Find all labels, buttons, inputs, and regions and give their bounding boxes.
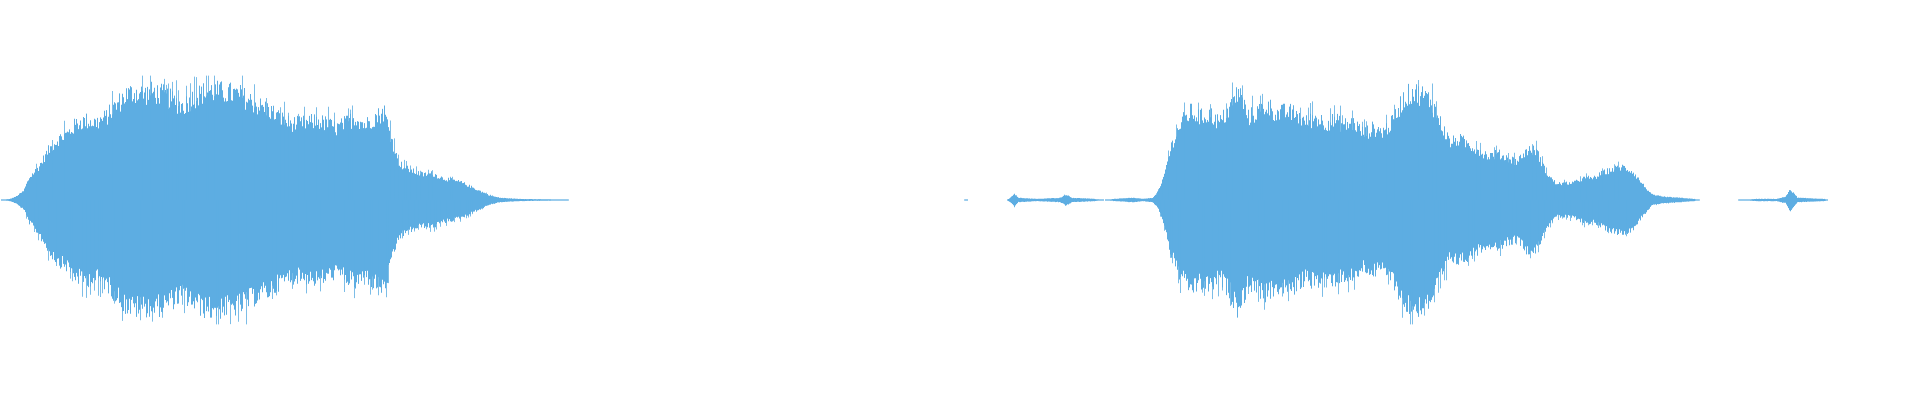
- waveform-spikes: [20, 75, 1797, 325]
- waveform-trace: [1, 75, 1828, 325]
